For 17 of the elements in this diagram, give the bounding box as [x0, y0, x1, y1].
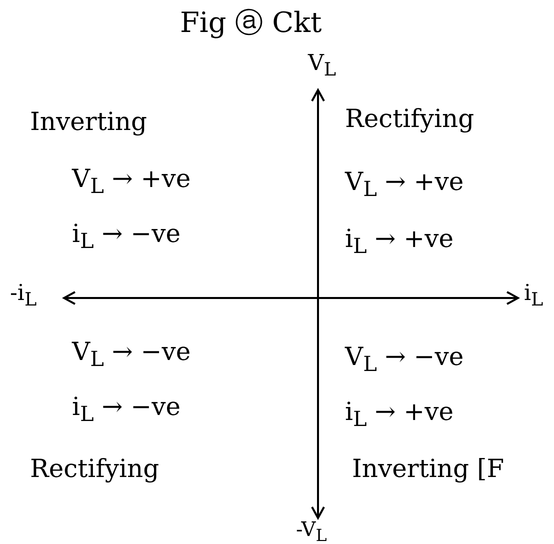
axis-label: -V$_{L}$ [296, 518, 327, 544]
polarity-note: i$_{L}$ → +ve [345, 225, 454, 258]
axis-label: i$_{L}$ [524, 282, 544, 311]
polarity-note: i$_{L}$ → −ve [72, 220, 181, 253]
quadrant-heading: Inverting [30, 108, 147, 136]
polarity-note: i$_{L}$ → −ve [72, 393, 181, 426]
quadrant-heading: Inverting [F [352, 455, 504, 482]
axis-label: -i$_{L}$ [10, 282, 37, 311]
polarity-note: V$_{L}$ → +ve [345, 168, 464, 201]
polarity-note: V$_{L}$ → +ve [72, 165, 191, 198]
figure-title: Fig ⓐ Ckt [180, 8, 322, 39]
quadrant-heading: Rectifying [345, 105, 474, 132]
polarity-note: V$_{L}$ → −ve [72, 338, 191, 371]
quadrant-heading: Rectifying [30, 455, 160, 482]
axis-label: V$_{L}$ [308, 52, 336, 81]
polarity-note: V$_{L}$ → −ve [345, 343, 464, 376]
polarity-note: i$_{L}$ → +ve [345, 398, 454, 431]
